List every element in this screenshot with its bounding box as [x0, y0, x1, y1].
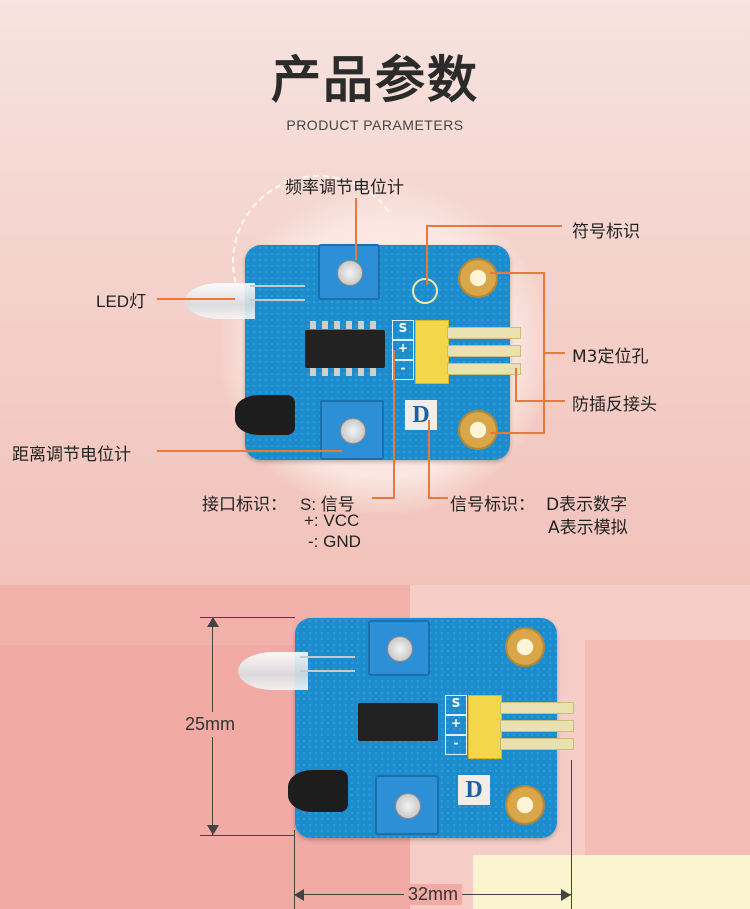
m3-hole-bottom-bottom — [505, 785, 545, 825]
pin-label-s-bottom: S — [445, 695, 467, 715]
ic-chip-bottom — [358, 703, 438, 741]
pin-label-minus-bottom: - — [445, 735, 467, 755]
pin-label-plus: + — [392, 340, 414, 360]
page-title: 产品参数 — [271, 51, 479, 109]
width-dimension-right-tick — [571, 760, 572, 909]
label-frequency-pot: 频率调节电位计 — [285, 178, 404, 198]
height-dimension-top-tick — [200, 617, 295, 618]
label-m3-hole: M3定位孔 — [572, 347, 649, 367]
page-subtitle: PRODUCT PARAMETERS — [286, 117, 464, 133]
label-interface-title: 接口标识： — [202, 495, 287, 515]
label-distance-pot: 距离调节电位计 — [12, 445, 131, 465]
signal-d-mark-bottom: D — [458, 775, 490, 805]
symbol-mark-icon — [412, 278, 438, 304]
width-dimension-label: 32mm — [404, 884, 463, 905]
distance-potentiometer-bottom — [375, 775, 439, 835]
height-dimension-bottom-tick — [200, 835, 295, 836]
led-icon-bottom — [238, 652, 308, 690]
ir-receiver-icon — [235, 395, 295, 435]
label-signal-a: A表示模拟 — [548, 518, 628, 538]
led-icon — [185, 283, 255, 319]
yellow-strip — [473, 855, 750, 909]
m3-hole-top-bottom — [505, 627, 545, 667]
width-dimension-left-tick — [294, 830, 295, 909]
m3-hole-top — [458, 258, 498, 298]
ir-receiver-icon-bottom — [288, 770, 348, 812]
ic-chip — [305, 330, 385, 368]
m3-hole-bottom — [458, 410, 498, 450]
signal-d-mark: D — [405, 400, 437, 430]
label-symbol: 符号标识 — [572, 222, 640, 242]
pin-label-plus-bottom: + — [445, 715, 467, 735]
pin-label-minus: - — [392, 360, 414, 380]
label-reverse-header: 防插反接头 — [572, 395, 657, 415]
label-signal-title: 信号标识： — [450, 495, 535, 515]
frequency-potentiometer-bottom — [368, 620, 430, 676]
label-interface-plus: +: VCC — [304, 511, 360, 530]
frequency-potentiometer — [318, 244, 380, 300]
connector-header-bottom — [468, 695, 502, 759]
pin-label-s: S — [392, 320, 414, 340]
label-interface-s: S: 信号 — [300, 495, 355, 514]
label-led: LED灯 — [96, 292, 147, 311]
label-interface-minus: -: GND — [308, 532, 361, 551]
led-leads — [250, 285, 305, 301]
label-signal-d: D表示数字 — [546, 495, 628, 515]
height-dimension-label: 25mm — [185, 712, 236, 737]
connector-header — [415, 320, 449, 384]
